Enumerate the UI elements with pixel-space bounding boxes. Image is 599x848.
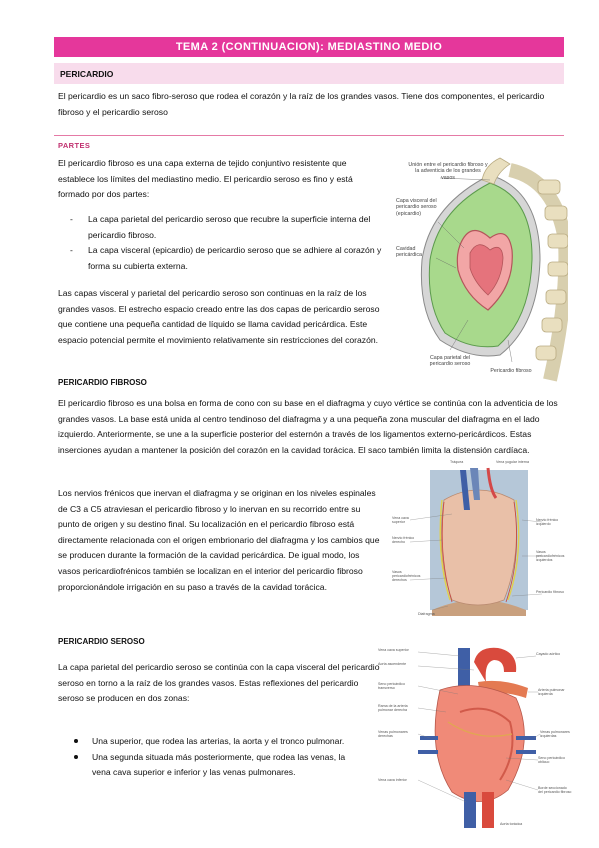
label-cayado: Cayado aórtico — [536, 652, 561, 656]
label-traquea: Tráquea — [450, 460, 464, 464]
partes-heading: PARTES — [58, 141, 91, 150]
label-visceral: Capa visceral del pericardio seroso (epi… — [396, 198, 437, 217]
label-seno-oblicuo: Seno pericárdico oblicuo — [538, 756, 565, 765]
label-vcs: Vena cava superior — [392, 516, 409, 525]
figure-phrenic-nerves: Vena cava superior Nervio frénico derech… — [392, 460, 564, 620]
label-union: Unión entre el pericardio fibroso y la a… — [408, 162, 488, 181]
label-pulmonar-izq: Arteria pulmonar izquierda — [538, 688, 565, 697]
label-pericardio-fibroso: Pericardio fibroso — [536, 590, 564, 594]
label-seno-transverso: Seno pericárdico transverso — [378, 682, 405, 691]
fibroso-heading: PERICARDIO FIBROSO — [58, 378, 147, 387]
list-item: La capa parietal del pericardio seroso q… — [58, 212, 383, 243]
label-frenico-izq: Nervio frénico izquierdo — [536, 518, 559, 527]
list-item: Una segunda situada más posteriormente, … — [58, 750, 358, 781]
section-divider — [54, 135, 564, 136]
page-title-bar: TEMA 2 (CONTINUACION): MEDIASTINO MEDIO — [54, 37, 564, 57]
label-vasos-der: Vasos pericardiofrénicos derechos — [392, 570, 421, 583]
label-aorta-toracica: Aorta torácica — [500, 822, 523, 826]
label-frenico-der: Nervio frénico derecho — [392, 536, 415, 545]
label-vcs: Vena cava superior — [378, 648, 409, 652]
fibroso-paragraph-1: El pericardio fibroso es una bolsa en fo… — [58, 398, 558, 455]
page-title: TEMA 2 (CONTINUACION): MEDIASTINO MEDIO — [175, 41, 443, 53]
intro-paragraph: El pericardio es un saco fibro-seroso qu… — [58, 91, 545, 117]
label-venas-izq: Venas pulmonares izquierdas — [540, 730, 570, 739]
list-item: La capa visceral (epicardio) de pericard… — [58, 243, 383, 274]
pericardium-illustration — [420, 157, 573, 382]
partes-paragraph-2: Las capas visceral y parietal del perica… — [58, 288, 380, 345]
partes-paragraph-1: El pericardio fibroso es una capa extern… — [58, 158, 353, 200]
label-rama-pulmonar: Rama de la arteria pulmonar derecha — [378, 704, 408, 713]
section-bar: PERICARDIO — [54, 63, 564, 84]
figure-pericardium-layers: Unión entre el pericardio fibroso y la a… — [390, 150, 573, 390]
seroso-heading: PERICARDIO SEROSO — [58, 637, 145, 646]
figure-pericardial-sinuses: Vena cava superior Aorta ascendente Seno… — [378, 642, 572, 832]
label-aorta-asc: Aorta ascendente — [378, 662, 407, 666]
label-parietal: Capa parietal del pericardio seroso — [429, 355, 471, 368]
fibroso-paragraph-2: Los nervios frénicos que inervan el diaf… — [58, 488, 380, 592]
label-cavidad: Cavidad pericárdica — [396, 246, 422, 259]
seroso-paragraph: La capa parietal del pericardio seroso s… — [58, 662, 380, 704]
label-yugular: Vena yugular interna — [496, 460, 529, 464]
section-title: PERICARDIO — [60, 68, 114, 79]
label-borde-seccionado: Borde seccionado del pericardio fibroso — [538, 786, 572, 795]
partes-list: La capa parietal del pericardio seroso q… — [58, 212, 383, 274]
label-diafragma: Diafragma — [418, 612, 435, 616]
list-item: Una superior, que rodea las arterias, la… — [58, 734, 358, 750]
seroso-list: Una superior, que rodea las arterias, la… — [58, 734, 358, 781]
phrenic-illustration — [409, 467, 543, 616]
label-fibroso: Pericardio fibroso — [490, 368, 532, 374]
label-venas-der: Venas pulmonares derechas — [378, 730, 408, 739]
label-vci: Vena cava inferior — [378, 778, 407, 782]
sinuses-illustration — [417, 647, 541, 828]
label-vasos-izq: Vasos pericardiofrénicos izquierdos — [536, 550, 565, 563]
